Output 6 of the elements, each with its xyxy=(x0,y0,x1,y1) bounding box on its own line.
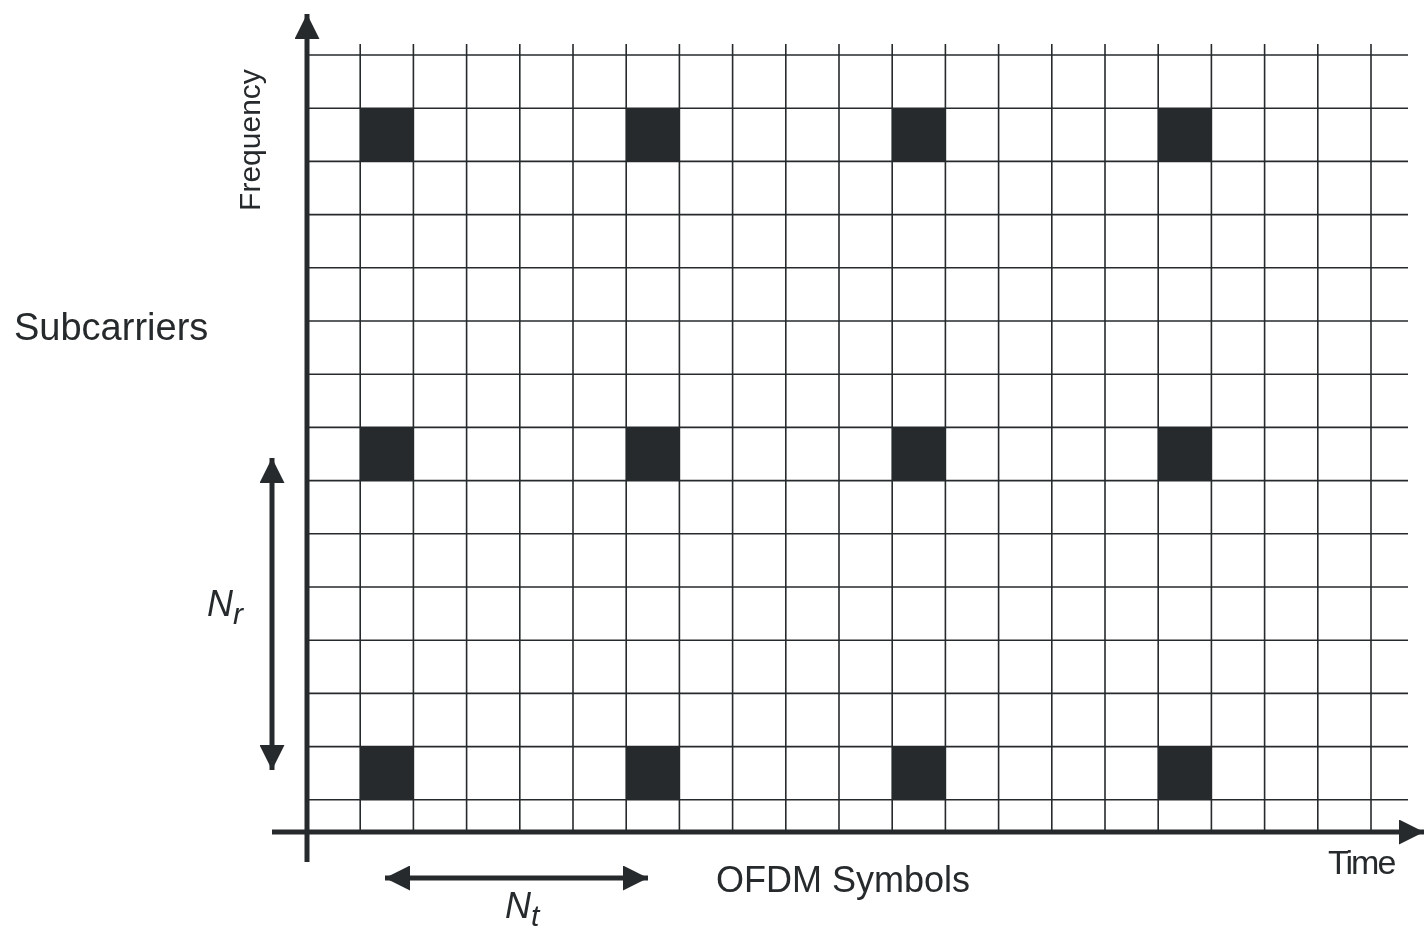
axis-label: Time xyxy=(1328,845,1395,879)
axis-label: Frequency xyxy=(235,69,265,211)
axis-label: OFDM Symbols xyxy=(716,862,971,898)
dimension-label: N$_{t}$ xyxy=(505,888,540,932)
axis-label: Subcarriers xyxy=(14,308,209,346)
dimension-label: N$_{r}$ xyxy=(207,586,243,630)
